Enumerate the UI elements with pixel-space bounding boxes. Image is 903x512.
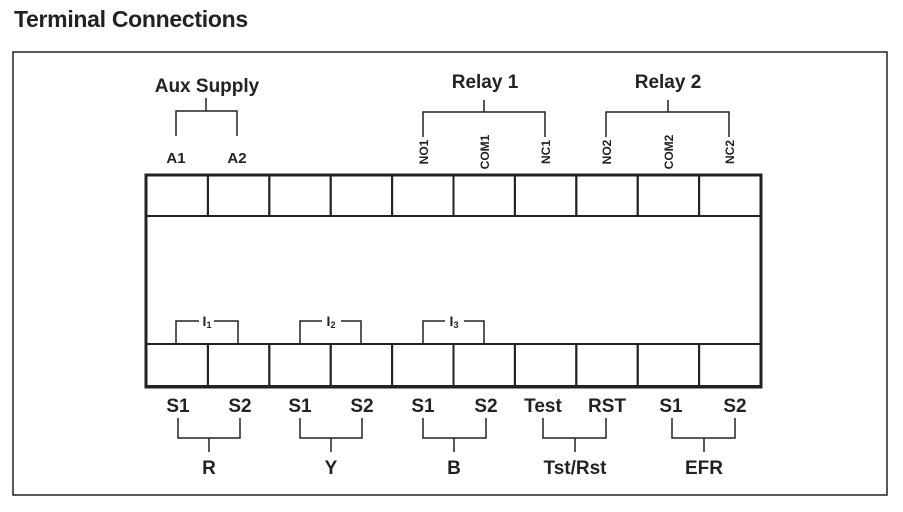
group-label-y: Y [325, 458, 338, 479]
tst-rst-bracket [542, 418, 607, 452]
terminal-label-nc2: NC2 [723, 140, 737, 164]
group-label-efr: EFR [685, 458, 723, 479]
terminal-label-b-s1: S1 [411, 396, 435, 417]
efr-bracket [671, 418, 736, 452]
relay-2-bracket [605, 100, 730, 137]
page-title: Terminal Connections [14, 6, 248, 32]
terminal-label-com1: COM1 [478, 134, 492, 169]
terminal-label-nc1: NC1 [539, 140, 553, 164]
group-label-r: R [202, 458, 216, 479]
i2-bracket [299, 320, 362, 344]
terminal-bottom-10 [698, 343, 762, 387]
terminal-label-a1: A1 [166, 150, 185, 167]
terminal-label-b-s2: S2 [474, 396, 497, 417]
terminal-label-r-s2: S2 [228, 396, 251, 417]
relay-1-bracket [422, 100, 546, 137]
aux-supply-label: Aux Supply [155, 76, 260, 97]
relay-2-label: Relay 2 [635, 72, 702, 93]
top-terminal-row [145, 174, 762, 217]
terminal-label-a2: A2 [227, 150, 246, 167]
terminal-label-no2: NO2 [600, 139, 614, 164]
terminal-label-y-s1: S1 [288, 396, 312, 417]
r-bracket [177, 418, 241, 452]
aux-supply-bracket [175, 98, 238, 136]
outer-frame [12, 51, 888, 496]
current-label-i1: I1 [203, 313, 212, 330]
relay-1-label: Relay 1 [452, 72, 519, 93]
b-bracket [422, 418, 487, 452]
terminal-label-com2: COM2 [662, 134, 676, 169]
terminal-label-no1: NO1 [417, 139, 431, 164]
group-label-tst-rst: Tst/Rst [544, 458, 608, 479]
current-label-i2: I2 [327, 313, 336, 330]
terminal-label-y-s2: S2 [350, 396, 373, 417]
y-bracket [299, 418, 363, 452]
group-label-b: B [447, 458, 461, 479]
current-label-i3: I3 [450, 313, 459, 330]
i3-bracket [422, 320, 485, 344]
terminal-label-r-s1: S1 [166, 396, 190, 417]
terminal-label-efr-s2: S2 [723, 396, 746, 417]
terminal-top-10 [698, 174, 762, 217]
terminal-label-test: Test [524, 396, 562, 417]
i1-bracket [175, 320, 239, 344]
terminal-label-efr-s1: S1 [659, 396, 683, 417]
terminal-label-rst: RST [588, 396, 626, 417]
